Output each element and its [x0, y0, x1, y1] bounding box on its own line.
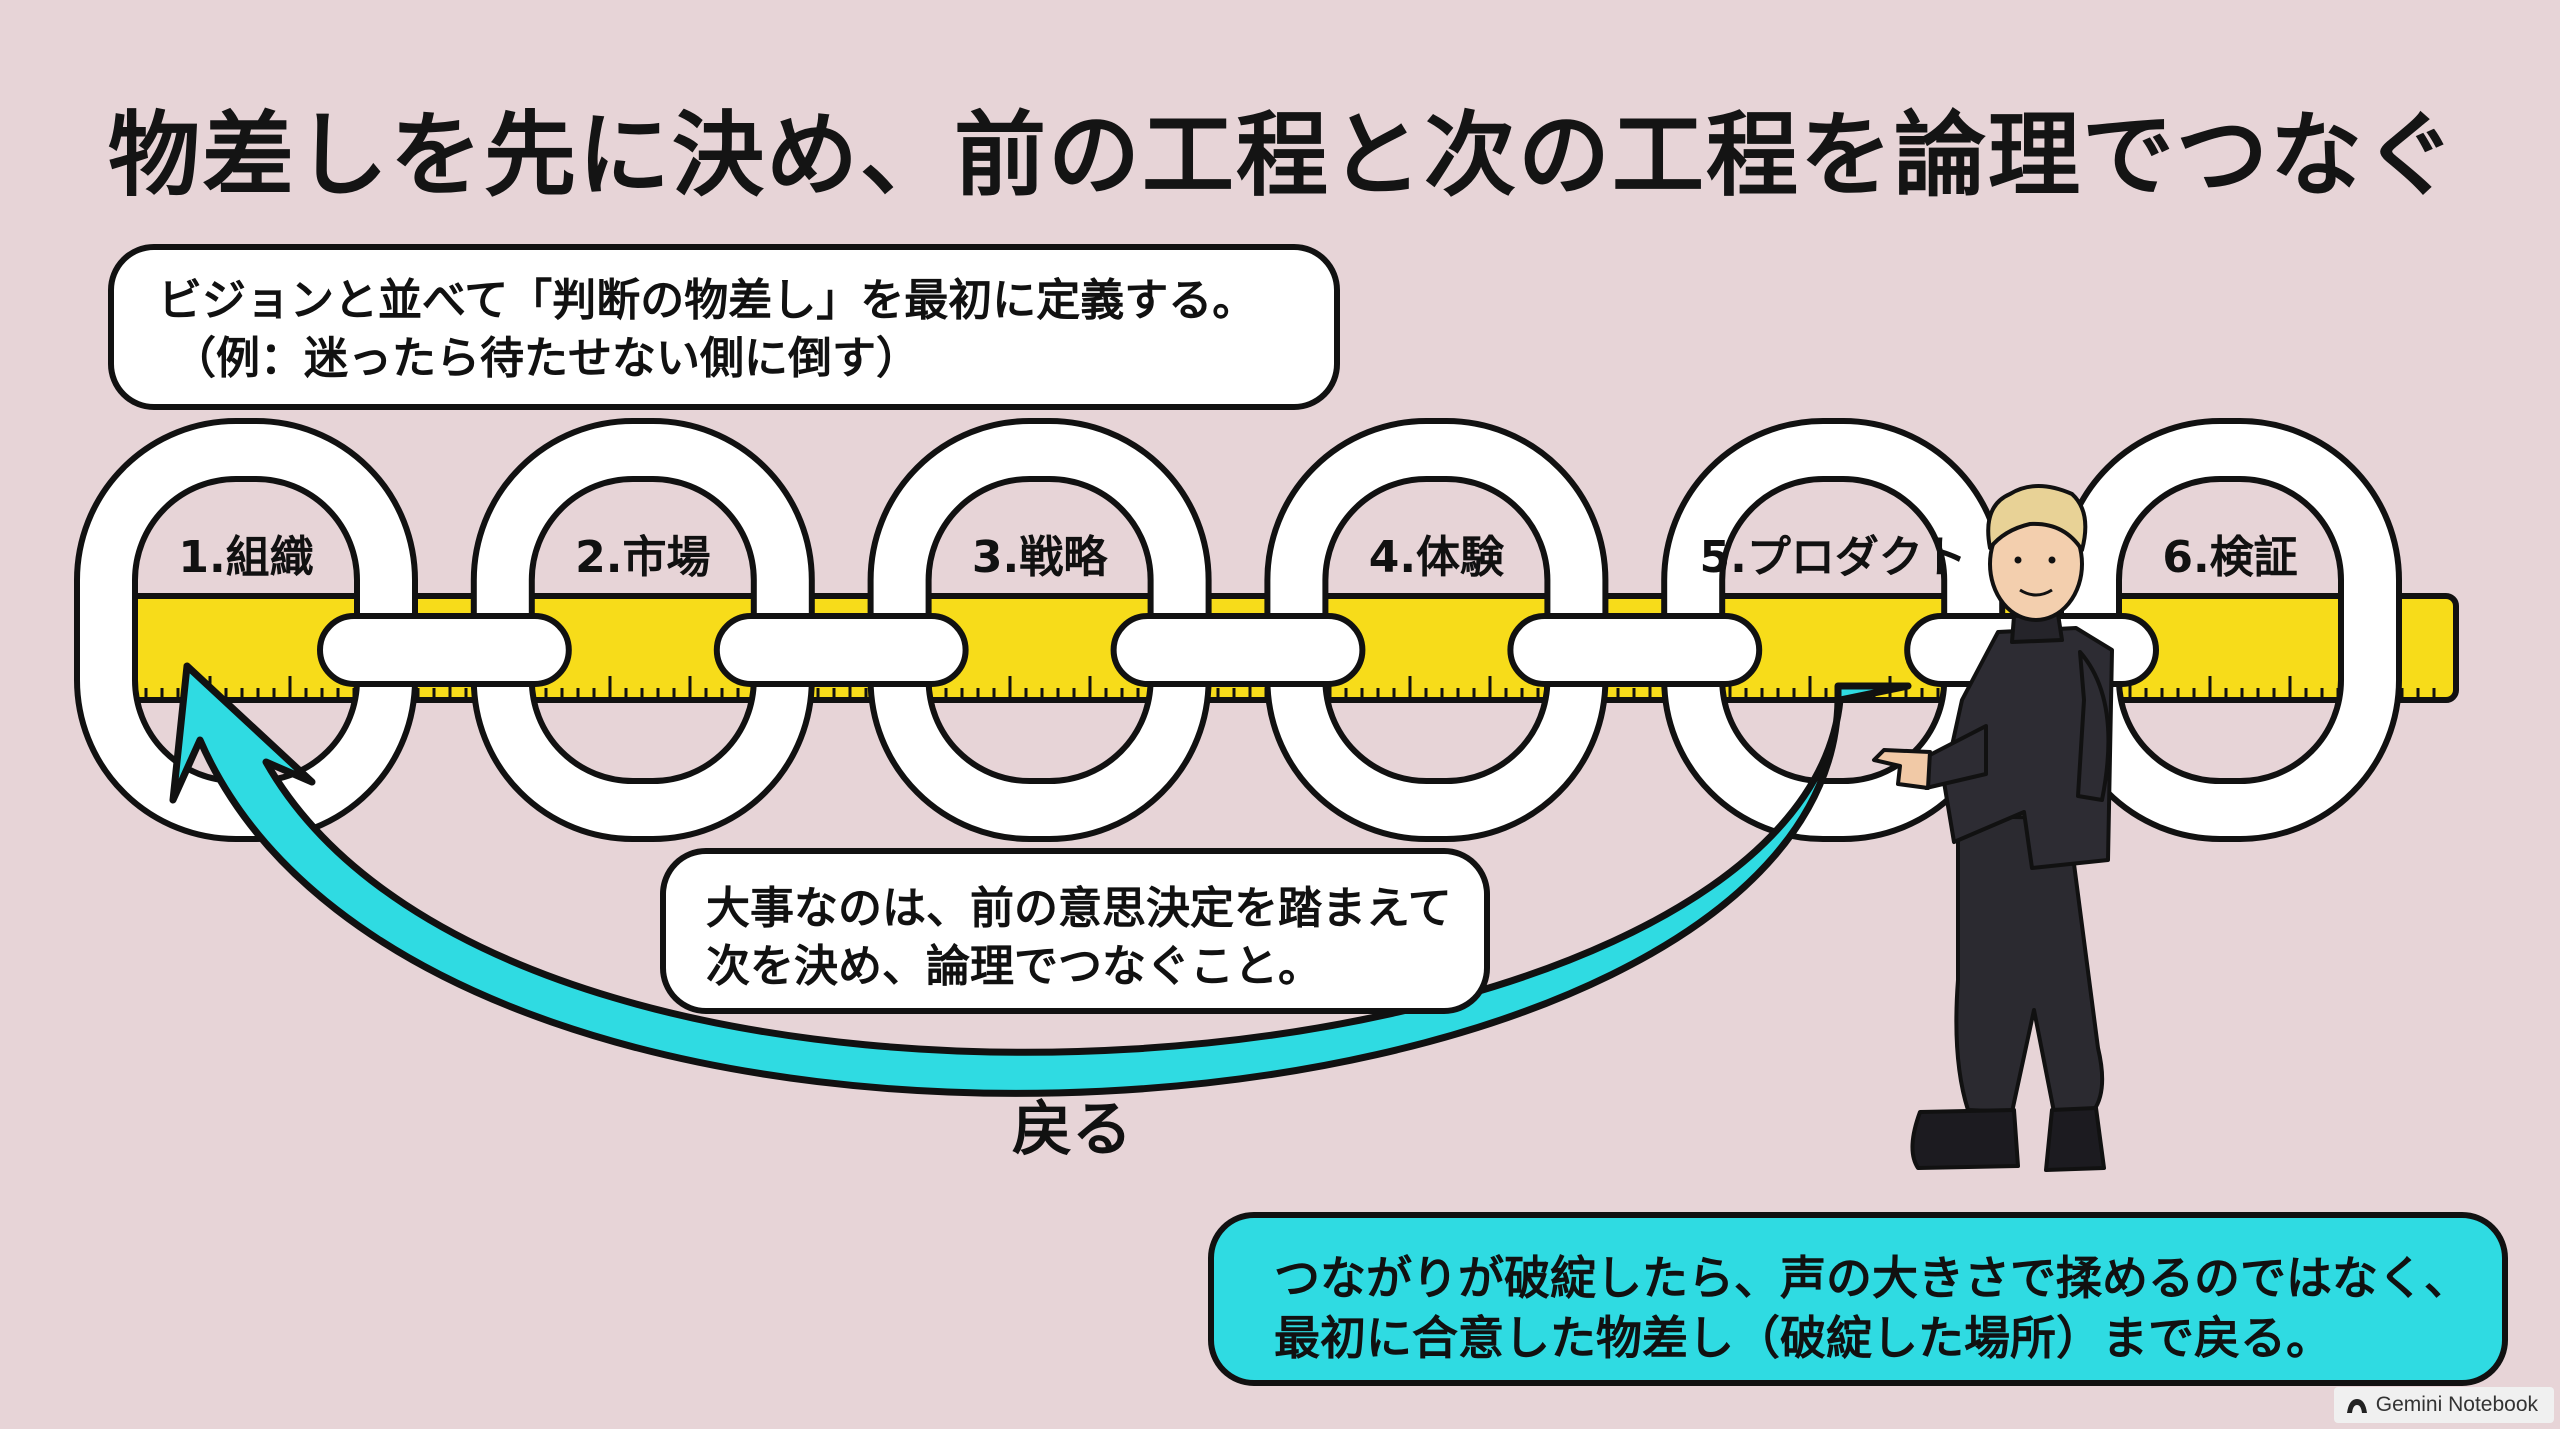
- chain-connector: [317, 613, 572, 687]
- watermark-text: Gemini Notebook: [2375, 1393, 2538, 1416]
- watermark: Gemini Notebook: [2333, 1387, 2554, 1423]
- chain-link-label: 2.市場: [575, 532, 710, 583]
- callout-rollback-line2: 最初に合意した物差し（破綻した場所）まで戻る。: [1274, 1311, 2332, 1365]
- chain-connector: [713, 613, 969, 687]
- chain-link-label: 5.プロダクト: [1700, 532, 1967, 583]
- chain-connector: [1507, 613, 1763, 687]
- chain-link-label: 6.検証: [2162, 532, 2297, 583]
- callout-definition-line1: ビジョンと並べて「判断の物差し」を最初に定義する。: [158, 275, 1257, 326]
- callout-definition-line2: （例：迷ったら待たせない側に倒す）: [172, 333, 920, 384]
- chain: 1.組織 2.市場 3.戦略 4.体験 5.プロダクト 6.検証: [74, 418, 2402, 842]
- callout-key-point-line2: 次を決め、論理でつなぐこと。: [706, 941, 1322, 992]
- presenter-figure-icon: [1872, 484, 2114, 1172]
- callout-rollback: つながりが破綻したら、声の大きさで揉めるのではなく、 最初に合意した物差し（破綻…: [1208, 1212, 2508, 1386]
- page-title: 物差しを先に決め、前の工程と次の工程を論理でつなぐ: [108, 102, 2459, 209]
- callout-definition: ビジョンと並べて「判断の物差し」を最初に定義する。 （例：迷ったら待たせない側に…: [108, 244, 1340, 410]
- return-arrow-label: 戻る: [1012, 1095, 1132, 1165]
- gemini-logo-icon: [2346, 1399, 2367, 1413]
- callout-key-point-line1: 大事なのは、前の意思決定を踏まえて: [706, 883, 1452, 934]
- chain-link-label: 1.組織: [178, 532, 313, 583]
- chain-connector: [1110, 613, 1366, 687]
- callout-key-point: 大事なのは、前の意思決定を踏まえて 次を決め、論理でつなぐこと。: [660, 848, 1490, 1014]
- callout-rollback-line1: つながりが破綻したら、声の大きさで揉めるのではなく、: [1274, 1251, 2470, 1305]
- chain-link-label: 4.体験: [1369, 532, 1505, 583]
- chain-link-label: 3.戦略: [972, 532, 1108, 583]
